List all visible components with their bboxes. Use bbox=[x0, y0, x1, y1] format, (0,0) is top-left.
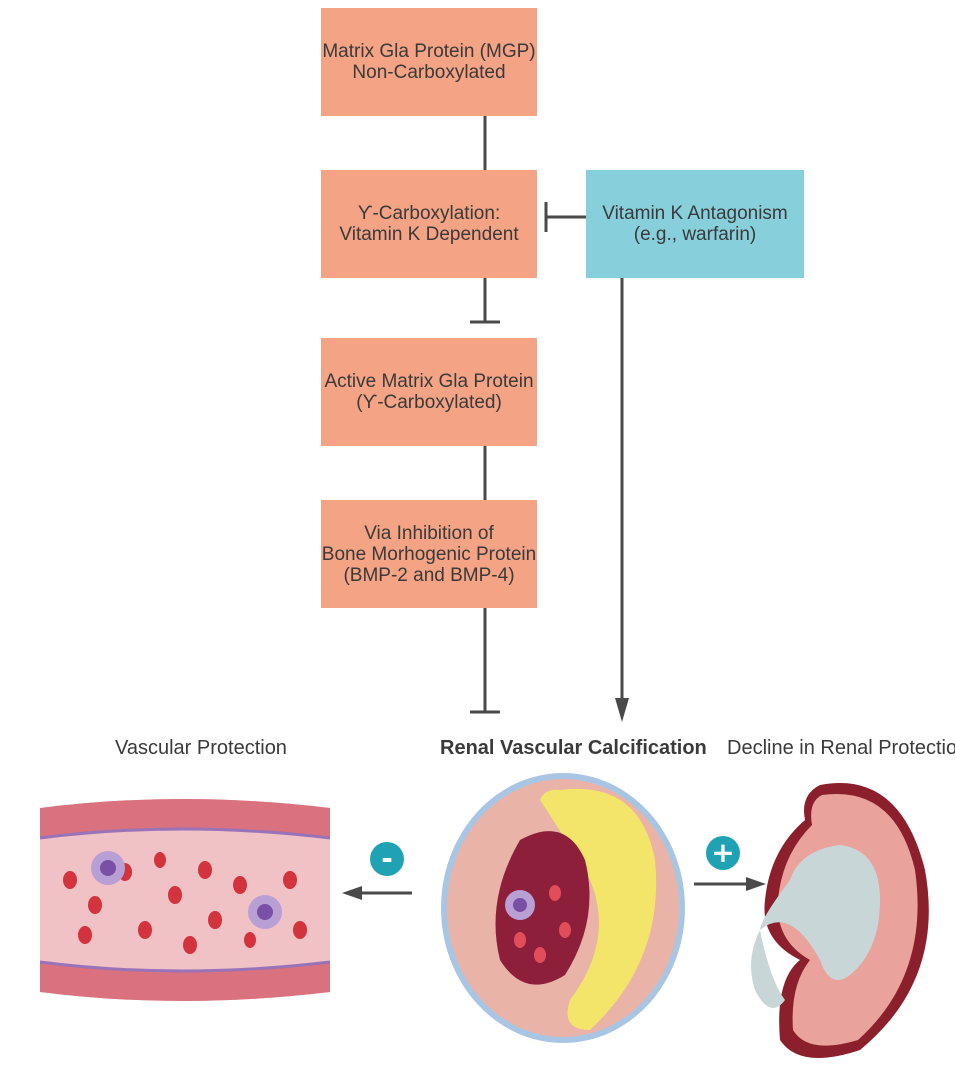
carboxylation-box-line2: Vitamin K Dependent bbox=[339, 224, 518, 245]
active-mgp-box-line1: Active Matrix Gla Protein bbox=[324, 371, 533, 392]
active-mgp-box: Active Matrix Gla Protein (ϒ-Carboxylate… bbox=[321, 338, 537, 446]
bmp-inhibition-box: Via Inhibition of Bone Morhogenic Protei… bbox=[321, 500, 537, 608]
antagonism-box: Vitamin K Antagonism (e.g., warfarin) bbox=[586, 170, 804, 278]
bmp-inhibition-box-line2: Bone Morhogenic Protein bbox=[322, 544, 536, 565]
antagonism-box-line1: Vitamin K Antagonism bbox=[602, 203, 788, 224]
arrowhead-down bbox=[615, 698, 629, 722]
carboxylation-box-line1: ϒ-Carboxylation: bbox=[358, 203, 500, 224]
active-mgp-box-line2: (ϒ-Carboxylated) bbox=[356, 392, 502, 413]
minus-sign-icon: - bbox=[370, 842, 404, 876]
caption-renal-vascular-calcification: Renal Vascular Calcification bbox=[440, 737, 707, 760]
mgp-box: Matrix Gla Protein (MGP) Non-Carboxylate… bbox=[321, 8, 537, 116]
arrowhead-left bbox=[342, 886, 362, 900]
mgp-box-line2: Non-Carboxylated bbox=[352, 62, 505, 83]
blood-vessel-illustration bbox=[40, 799, 330, 1001]
plus-sign-icon: + bbox=[706, 836, 740, 870]
caption-decline-renal-protection: Decline in Renal Protection bbox=[727, 737, 955, 760]
carboxylation-box: ϒ-Carboxylation: Vitamin K Dependent bbox=[321, 170, 537, 278]
antagonism-box-line2: (e.g., warfarin) bbox=[634, 224, 756, 245]
kidney-illustration bbox=[751, 783, 929, 1058]
bmp-inhibition-box-line1: Via Inhibition of bbox=[364, 523, 494, 544]
arrowhead-right bbox=[746, 877, 766, 891]
bmp-inhibition-box-line3: (BMP-2 and BMP-4) bbox=[343, 565, 514, 586]
caption-vascular-protection: Vascular Protection bbox=[115, 737, 287, 760]
calcified-artery-illustration bbox=[441, 773, 685, 1043]
mgp-box-line1: Matrix Gla Protein (MGP) bbox=[322, 41, 535, 62]
